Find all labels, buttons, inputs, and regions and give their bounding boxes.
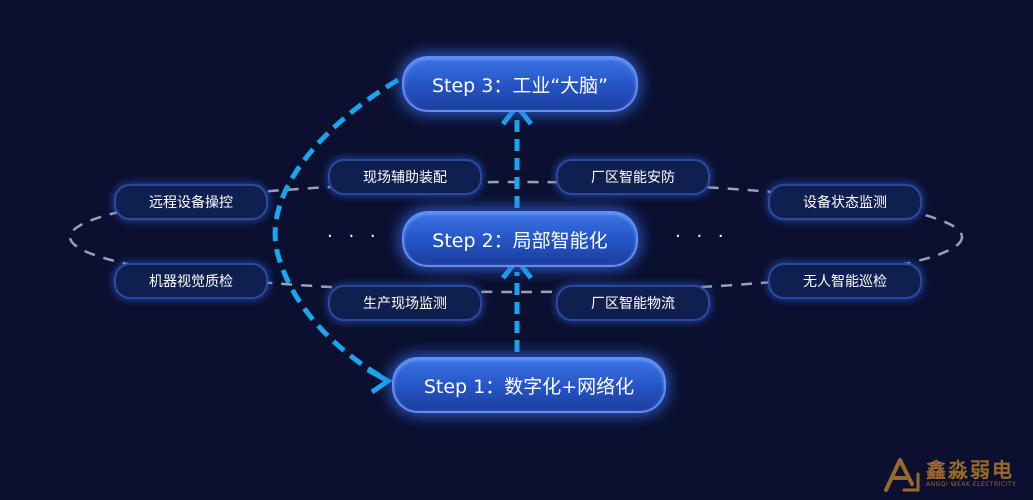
tag-unmanned-smart-patrol: 无人智能巡检 <box>768 263 922 299</box>
step1-box: Step 1：数字化+网络化 <box>392 357 666 413</box>
tag-production-site-monitoring: 生产现场监测 <box>328 285 482 321</box>
step3-box: Step 3：工业“大脑” <box>402 56 638 112</box>
logo-icon <box>884 458 920 492</box>
tag-factory-smart-security: 厂区智能安防 <box>556 159 710 195</box>
tag-factory-smart-logistics: 厂区智能物流 <box>556 285 710 321</box>
tag-remote-device-control: 远程设备操控 <box>114 184 268 220</box>
arrowhead-step1 <box>366 367 393 395</box>
watermark-text-en: ANGQI WEAK ELECTRICITY <box>926 481 1017 488</box>
ellipsis-left: · · · <box>327 226 381 247</box>
tag-machine-vision-inspection: 机器视觉质检 <box>114 263 268 299</box>
step2-box: Step 2：局部智能化 <box>402 211 638 267</box>
watermark-text-cn: 鑫淼弱电 <box>926 458 1014 482</box>
tag-equipment-status-monitoring: 设备状态监测 <box>768 184 922 220</box>
tag-onsite-assisted-assembly: 现场辅助装配 <box>328 159 482 195</box>
ellipsis-right: · · · <box>675 226 729 247</box>
watermark-logo: 鑫淼弱电 ANGQI WEAK ELECTRICITY <box>880 452 1030 498</box>
arrow-step3-to-step1-curve <box>272 77 400 379</box>
